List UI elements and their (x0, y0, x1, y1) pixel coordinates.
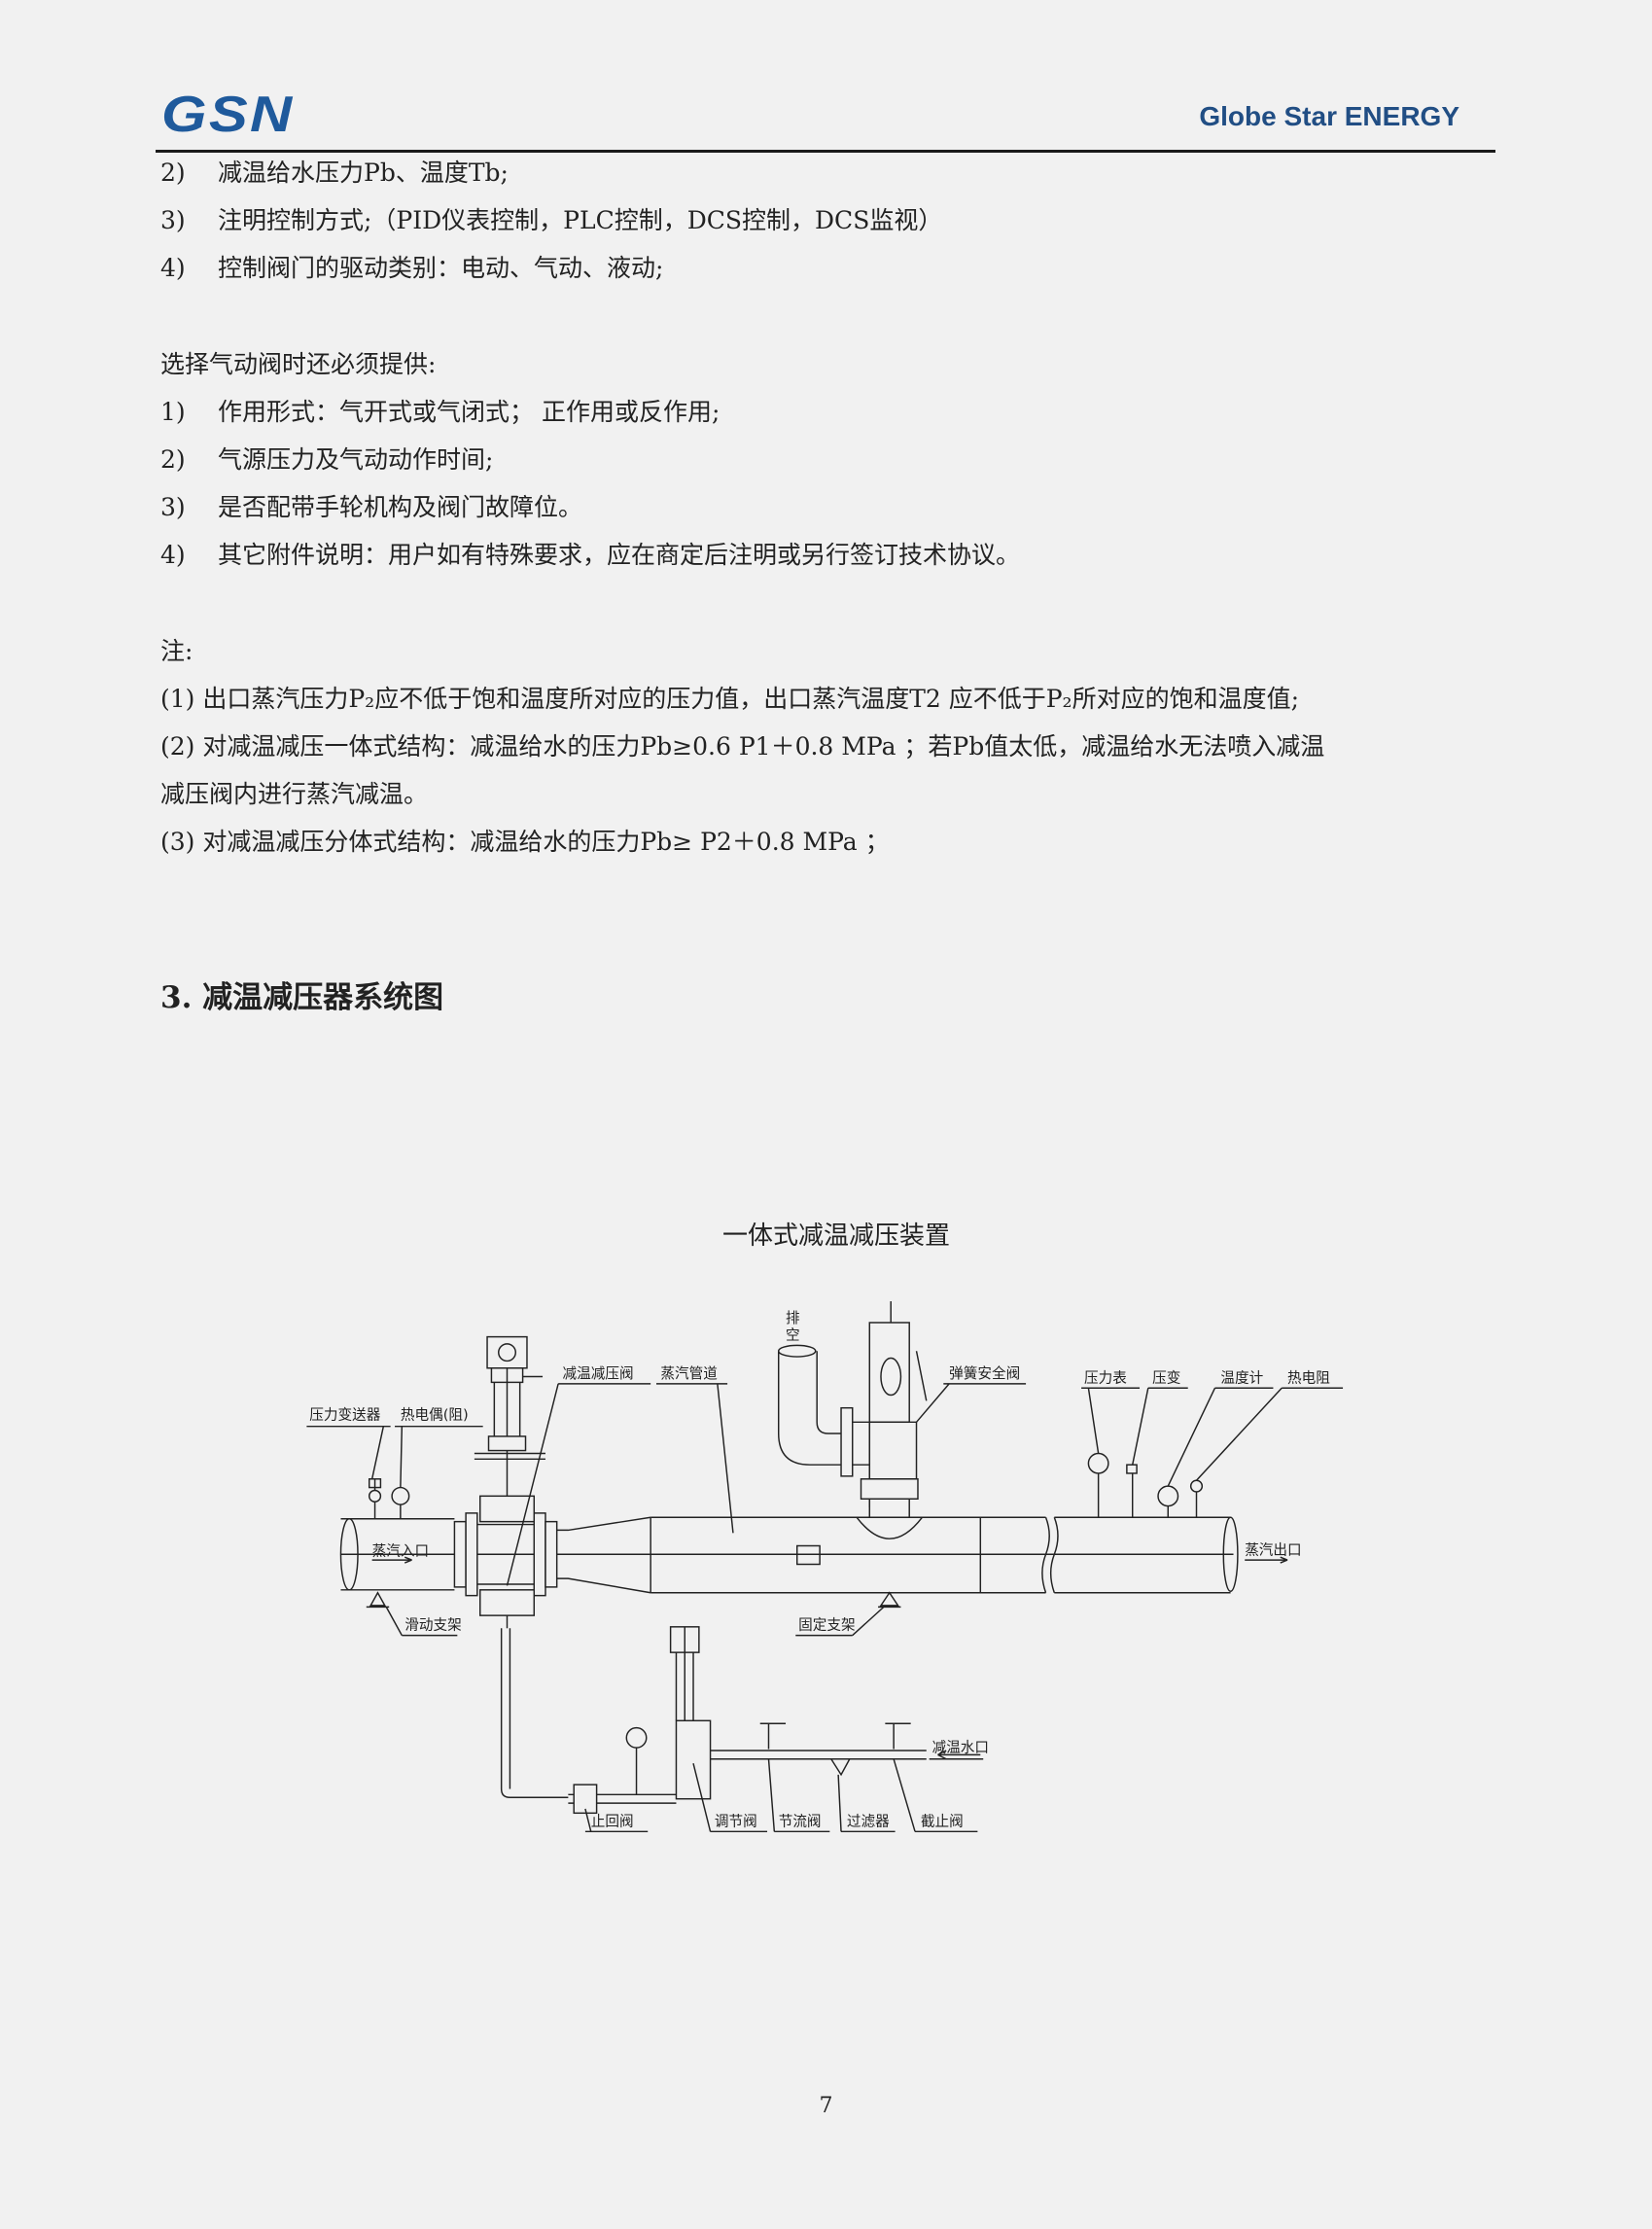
list-item-number: 3) (160, 206, 186, 234)
list-item-text: 作用形式：气开式或气闭式； 正作用或反作用; (218, 398, 721, 426)
note-item: (1) 出口蒸汽压力P₂应不低于饱和温度所对应的压力值，出口蒸汽温度T2 应不低… (160, 685, 1299, 713)
label-water-inlet: 减温水口 (932, 1739, 989, 1755)
label-steam-pipe: 蒸汽管道 (660, 1365, 718, 1382)
list-item-number: 2) (160, 445, 186, 474)
note-item: (3) 对减温减压分体式结构：减温给水的压力Pb≥ P2＋0.8 MPa ； (160, 828, 890, 856)
sliding-support-icon (366, 1591, 390, 1609)
gsn-logo: GSN (161, 87, 295, 143)
list-item-number: 4) (160, 541, 186, 569)
page-number: 7 (819, 2094, 833, 2118)
label-pressure-transmitter: 压力变送器 (309, 1406, 380, 1423)
safety-valve (777, 1301, 928, 1539)
note-item: 减压阀内进行蒸汽减温。 (160, 780, 429, 808)
label-safety-valve: 弹簧安全阀 (949, 1364, 1020, 1382)
list-item-text: 其它附件说明：用户如有特殊要求，应在商定后注明或另行签订技术协议。 (218, 541, 1021, 569)
list-item-text: 气源压力及气动动作时间; (218, 445, 494, 474)
notes-heading: 注: (160, 637, 193, 665)
label-pr-ds-valve: 减温减压阀 (563, 1365, 634, 1382)
label-vent: 空 (786, 1327, 800, 1344)
list-item-text: 减温给水压力Pb、温度Tb; (218, 159, 509, 187)
note-item: (2) 对减温减压一体式结构：减温给水的压力Pb≥0.6 P1＋0.8 MPa … (160, 732, 1325, 761)
leader-lines (306, 1383, 1344, 1833)
label-pressure-transducer: 压变 (1152, 1369, 1180, 1386)
list-item-number: 1) (160, 398, 186, 426)
pneumatic-heading: 选择气动阀时还必须提供: (160, 350, 437, 378)
label-control-valve: 调节阀 (715, 1813, 757, 1829)
fixed-support-icon (878, 1591, 901, 1609)
system-diagram: 压力变送器 热电偶(阻) 减温减压阀 蒸汽管道 排 空 弹簧安全阀 压力表 压变… (306, 1301, 1344, 1833)
label-fixed-support: 固定支架 (798, 1617, 855, 1634)
label-stop-valve: 截止阀 (921, 1813, 964, 1829)
header-divider (156, 150, 1495, 153)
label-throttle-valve: 节流阀 (779, 1813, 822, 1829)
list-item-text: 注明控制方式;（PID仪表控制，PLC控制，DCS控制，DCS监视） (218, 206, 943, 234)
list-item-text: 控制阀门的驱动类别：电动、气动、液动; (218, 254, 664, 282)
label-pressure-gauge: 压力表 (1084, 1369, 1127, 1386)
list-item-number: 3) (160, 493, 186, 521)
list-item-number: 4) (160, 254, 186, 282)
label-vent: 排 (786, 1310, 800, 1327)
label-steam-inlet: 蒸汽入口 (372, 1543, 429, 1560)
list-item-text: 是否配带手轮机构及阀门故障位。 (218, 493, 583, 521)
label-strainer: 过滤器 (847, 1813, 890, 1829)
diagram-title: 一体式减温减压装置 (721, 1221, 950, 1251)
label-thermocouple: 热电偶(阻) (401, 1406, 469, 1423)
label-rtd: 热电阻 (1287, 1369, 1330, 1386)
label-sliding-support: 滑动支架 (404, 1617, 461, 1634)
section-heading: 3. 减温减压器系统图 (160, 980, 444, 1015)
pr-ds-valve (474, 1335, 545, 1629)
main-steam-pipe (339, 1512, 1239, 1597)
label-check-valve: 止回阀 (591, 1813, 634, 1829)
spray-water-line (500, 1626, 981, 1815)
label-steam-outlet: 蒸汽出口 (1245, 1541, 1301, 1558)
list-item-number: 2) (160, 159, 186, 187)
label-thermometer: 温度计 (1220, 1369, 1263, 1386)
brand-name: Globe Star ENERGY (1199, 101, 1459, 131)
